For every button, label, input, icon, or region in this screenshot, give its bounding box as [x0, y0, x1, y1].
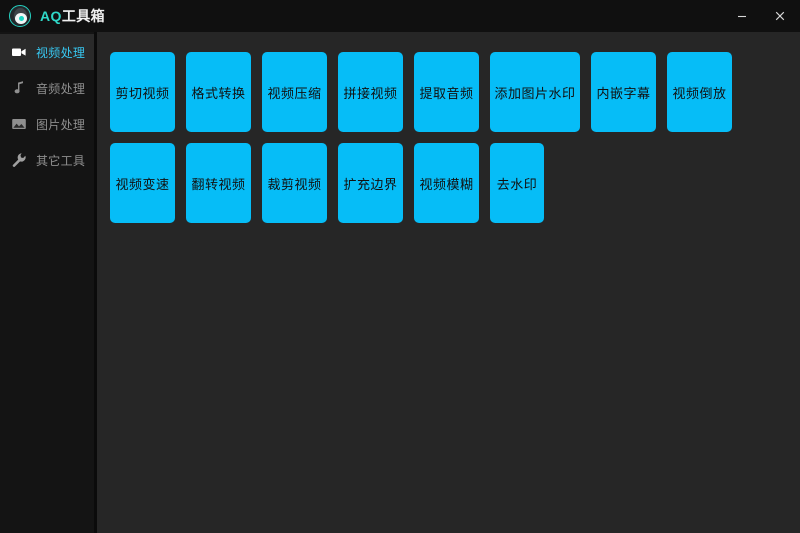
tool-tile-compress-video[interactable]: 视频压缩: [262, 52, 327, 132]
close-button[interactable]: [760, 0, 800, 32]
sidebar: 视频处理 音频处理 图片处理: [0, 32, 97, 533]
wrench-icon: [10, 152, 27, 169]
tool-tile-change-speed[interactable]: 视频变速: [110, 143, 175, 223]
image-picture-icon: [10, 116, 27, 133]
app-title: AQ工具箱: [40, 6, 105, 26]
main-content: 剪切视频 格式转换 视频压缩 拼接视频 提取音频 添加图片水印 内嵌字幕 视频倒…: [97, 32, 800, 533]
tool-tile-extract-audio[interactable]: 提取音频: [414, 52, 479, 132]
sidebar-item-video[interactable]: 视频处理: [0, 34, 94, 70]
tool-tile-flip-video[interactable]: 翻转视频: [186, 143, 251, 223]
tool-tile-embed-subtitles[interactable]: 内嵌字幕: [591, 52, 656, 132]
tool-tile-merge-video[interactable]: 拼接视频: [338, 52, 403, 132]
sidebar-item-label: 视频处理: [36, 45, 86, 60]
sidebar-item-label: 图片处理: [36, 117, 86, 132]
app-title-rest: 工具箱: [61, 8, 106, 24]
video-camera-icon: [10, 44, 27, 61]
music-note-icon: [10, 80, 27, 97]
sidebar-item-audio[interactable]: 音频处理: [0, 70, 94, 106]
sidebar-item-image[interactable]: 图片处理: [0, 106, 94, 142]
window-controls: [724, 0, 800, 32]
minimize-button[interactable]: [724, 0, 760, 32]
app-logo-ghost-icon: [9, 5, 31, 27]
tool-tile-cut-video[interactable]: 剪切视频: [110, 52, 175, 132]
tool-tile-grid: 剪切视频 格式转换 视频压缩 拼接视频 提取音频 添加图片水印 内嵌字幕 视频倒…: [110, 52, 750, 223]
tool-tile-add-image-watermark[interactable]: 添加图片水印: [490, 52, 580, 132]
sidebar-item-other-tools[interactable]: 其它工具: [0, 142, 94, 178]
tool-tile-expand-border[interactable]: 扩充边界: [338, 143, 403, 223]
window-body: 视频处理 音频处理 图片处理: [0, 32, 800, 533]
sidebar-item-label: 音频处理: [36, 81, 86, 96]
title-bar: AQ工具箱: [0, 0, 800, 32]
tool-tile-reverse-video[interactable]: 视频倒放: [667, 52, 732, 132]
tool-tile-format-convert[interactable]: 格式转换: [186, 52, 251, 132]
sidebar-item-label: 其它工具: [36, 153, 86, 168]
app-title-brand: AQ: [40, 8, 62, 24]
tool-tile-remove-watermark[interactable]: 去水印: [490, 143, 544, 223]
tool-tile-blur-video[interactable]: 视频模糊: [414, 143, 479, 223]
tool-tile-crop-video[interactable]: 裁剪视频: [262, 143, 327, 223]
logo-eye-shape: [19, 16, 24, 21]
